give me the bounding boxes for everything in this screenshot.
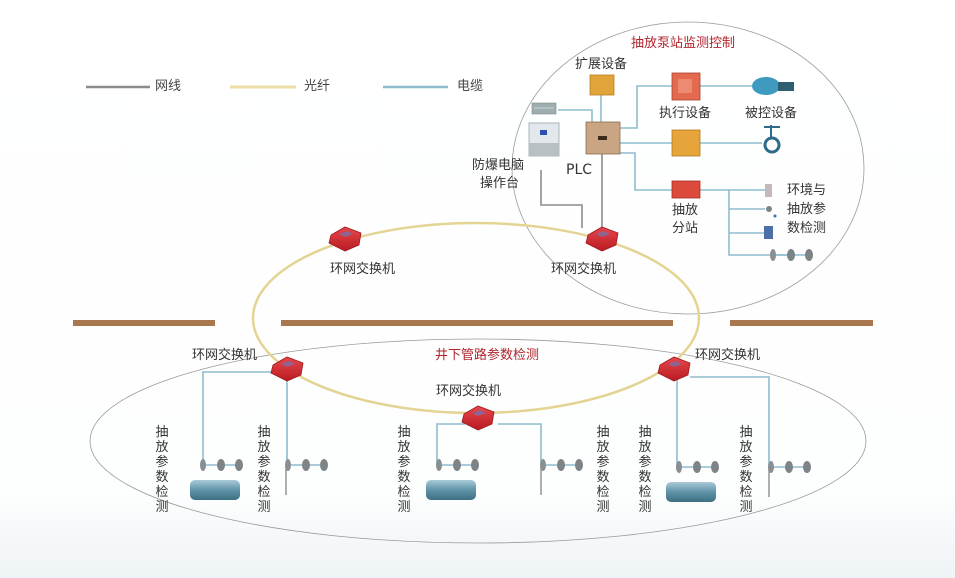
roadway-bar-right xyxy=(730,320,873,326)
plc-label: PLC xyxy=(566,162,593,178)
substation-label-line1: 抽放 xyxy=(672,203,699,218)
roadway-bars xyxy=(73,320,873,326)
controlled-pump-icon xyxy=(752,77,794,95)
ring-switch-icon xyxy=(328,226,362,252)
detection-label: 抽放参数检测 xyxy=(155,425,169,515)
sensor-group-icon xyxy=(675,460,720,474)
network-module-icon xyxy=(531,102,557,115)
sensor-group-icon xyxy=(435,458,480,472)
sensor-group-icon xyxy=(284,458,329,495)
pipe-icon xyxy=(426,480,476,500)
actuator-box-icon xyxy=(671,129,701,157)
legend-label-cable: 电缆 xyxy=(457,79,484,94)
legend-label-network: 网线 xyxy=(155,79,182,94)
plc-icon xyxy=(585,121,621,155)
explosion-proof-pc-label-line2: 操作台 xyxy=(480,176,520,191)
roadway-bar-left xyxy=(73,320,215,326)
switch-label: 环网交换机 xyxy=(551,262,617,277)
env-detect-label-line3: 数检测 xyxy=(787,221,827,236)
ring-switch-icon xyxy=(461,405,495,431)
switch-label: 环网交换机 xyxy=(695,348,761,363)
roadway-bar-middle xyxy=(281,320,673,326)
pipe-icon xyxy=(190,480,240,500)
execution-device-icon xyxy=(671,72,701,101)
pump-station-title: 抽放泵站监测控制 xyxy=(631,36,736,51)
underground-links xyxy=(202,371,770,470)
underground-title: 井下管路参数检测 xyxy=(435,348,540,363)
detection-label: 抽放参数检测 xyxy=(257,425,271,515)
detection-equipment xyxy=(190,458,812,502)
legend-label-fiber: 光纤 xyxy=(304,79,331,94)
pipe-icon xyxy=(666,482,716,502)
sensor-group-icon xyxy=(539,458,584,495)
switch-label: 环网交换机 xyxy=(192,348,258,363)
execution-device-label: 执行设备 xyxy=(659,106,712,121)
controlled-device-label: 被控设备 xyxy=(745,106,798,121)
valve-icon xyxy=(763,125,781,154)
detection-label: 抽放参数检测 xyxy=(739,425,753,515)
explosion-proof-pc-icon xyxy=(528,122,560,157)
pump-station-links xyxy=(540,85,790,256)
env-detect-label-line2: 抽放参 xyxy=(787,202,827,217)
env-sensor-icons xyxy=(764,184,814,262)
extension-device-label: 扩展设备 xyxy=(575,57,628,72)
ring-switch-icon xyxy=(585,226,619,252)
detection-label: 抽放参数检测 xyxy=(397,425,411,515)
detection-label: 抽放参数检测 xyxy=(638,425,652,515)
detection-label: 抽放参数检测 xyxy=(596,425,610,515)
sensor-group-icon xyxy=(199,458,244,472)
underground-boundary xyxy=(89,338,867,544)
sensor-group-icon xyxy=(767,460,812,497)
switch-label: 环网交换机 xyxy=(330,262,396,277)
ring-switch-icon xyxy=(657,356,691,382)
switch-label: 环网交换机 xyxy=(436,384,502,399)
pump-station-boundary xyxy=(511,21,865,315)
substation-icon xyxy=(671,180,701,199)
env-detect-label-line1: 环境与 xyxy=(787,183,827,198)
extension-device-icon xyxy=(589,74,615,96)
substation-label-line2: 分站 xyxy=(672,221,699,236)
explosion-proof-pc-label-line1: 防爆电脑 xyxy=(472,158,525,173)
